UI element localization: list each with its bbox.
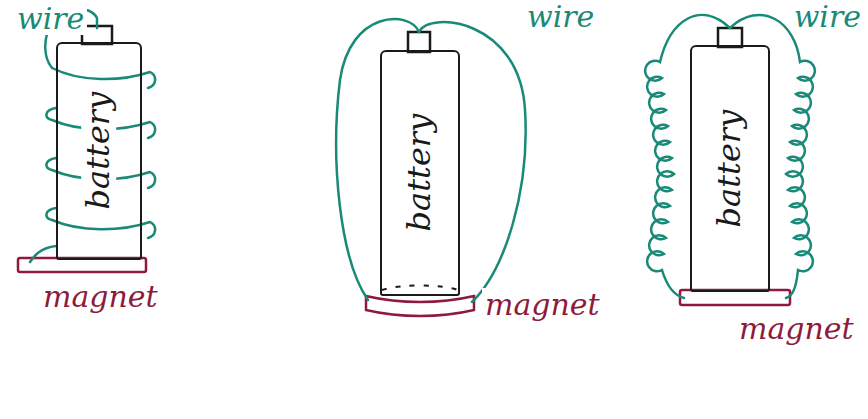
battery-body: battery [56,42,142,260]
magnet-disc [366,296,474,316]
magnet-label: magnet [482,288,603,321]
battery-body: battery [690,45,770,292]
wire-label: wire [14,2,87,35]
wire-label: wire [791,0,864,33]
magnet-disc [680,290,790,305]
wire-helix [30,9,155,262]
battery-label: battery [81,88,116,214]
battery-base-hidden [382,286,458,291]
magnet-disc [18,258,146,272]
battery-label: battery [402,110,437,236]
battery-label: battery [712,106,747,232]
battery-cap [408,32,430,52]
wire-label: wire [524,0,597,33]
battery-body: battery [380,50,460,296]
magnet-label: magnet [40,280,161,313]
magnet-label: magnet [736,312,857,345]
